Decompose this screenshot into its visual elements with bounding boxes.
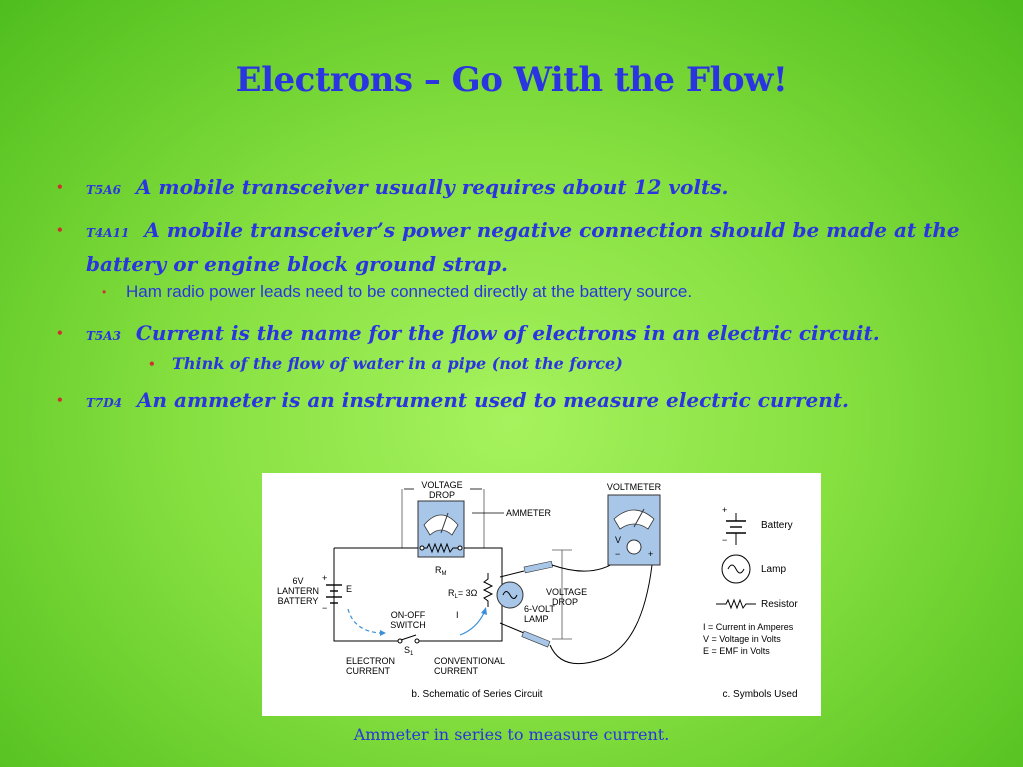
minus-sign: − bbox=[322, 603, 327, 613]
sub-bullet-item: • Ham radio power leads need to be conne… bbox=[86, 280, 996, 304]
s1-label: S1 bbox=[404, 645, 414, 657]
legend-item: E = EMF in Volts bbox=[703, 646, 770, 656]
conventional-current-label: CONVENTIONAL bbox=[434, 656, 505, 666]
conventional-current-label: CURRENT bbox=[434, 666, 479, 676]
battery-label: BATTERY bbox=[278, 596, 319, 606]
emf-label: E bbox=[346, 584, 352, 594]
v-label: V bbox=[615, 535, 621, 545]
battery-label: LANTERN bbox=[277, 586, 319, 596]
rl-letter: R bbox=[448, 588, 455, 598]
rm-letter: R bbox=[435, 565, 442, 575]
switch-icon bbox=[400, 634, 417, 641]
voltage-drop-label: VOLTAGE bbox=[421, 480, 462, 490]
plus-sign: + bbox=[322, 573, 327, 583]
ammeter-needle-icon bbox=[440, 512, 449, 534]
battery-label: 6V bbox=[292, 576, 303, 586]
lamp-filament-icon bbox=[502, 591, 518, 599]
probe-icon bbox=[499, 622, 525, 634]
probe-handle-icon bbox=[523, 560, 553, 574]
series-circuit-figure: VOLTAGE DROP AMMETER RM + − E 6V LANTERN… bbox=[262, 473, 821, 716]
bullet-dot-icon: • bbox=[56, 326, 64, 340]
plus-sign: + bbox=[648, 549, 653, 559]
bullet-text: A mobile transceiver’s power negative co… bbox=[86, 218, 960, 276]
symbol-battery-label: Battery bbox=[761, 520, 793, 531]
circuit-diagram: VOLTAGE DROP AMMETER RM + − E 6V LANTERN… bbox=[277, 480, 798, 700]
bullet-dot-icon: • bbox=[56, 180, 64, 194]
probe-icon bbox=[499, 570, 525, 578]
bullet-dot-icon: • bbox=[56, 223, 64, 237]
rm-label: RM bbox=[435, 565, 447, 577]
electron-current-label: ELECTRON bbox=[346, 656, 395, 666]
bullet-item: • T5A6 A mobile transceiver usually requ… bbox=[56, 172, 996, 206]
lamp-label: LAMP bbox=[524, 614, 549, 624]
bullet-text: Current is the name for the flow of elec… bbox=[135, 321, 880, 345]
symbol-resistor-label: Resistor bbox=[761, 599, 798, 610]
sub-bullet-text: Ham radio power leads need to be connect… bbox=[126, 282, 693, 301]
ammeter-dial-icon bbox=[423, 514, 459, 536]
schematic-caption: b. Schematic of Series Circuit bbox=[411, 689, 542, 700]
voltmeter-needle-icon bbox=[633, 508, 645, 528]
symbols-caption: c. Symbols Used bbox=[722, 689, 797, 700]
slide-title: Electrons – Go With the Flow! bbox=[235, 60, 788, 100]
resistor-rl-icon bbox=[482, 573, 494, 607]
minus-sign: − bbox=[722, 535, 727, 545]
rm-subscript: M bbox=[442, 571, 447, 577]
question-code: T5A6 bbox=[86, 183, 121, 197]
bullet-item: • T5A3 Current is the name for the flow … bbox=[56, 318, 996, 376]
voltage-drop-side-label: VOLTAGE bbox=[546, 587, 587, 597]
bullet-item: • T4A11 A mobile transceiver’s power neg… bbox=[56, 215, 996, 304]
question-code: T5A3 bbox=[86, 329, 121, 343]
rl-value: = 3Ω bbox=[458, 588, 478, 598]
bullet-text: An ammeter is an instrument used to meas… bbox=[137, 388, 850, 412]
lamp-label: 6-VOLT bbox=[524, 604, 555, 614]
bullet-item: • T7D4 An ammeter is an instrument used … bbox=[56, 385, 996, 419]
sub-bullet-text: Think of the flow of water in a pipe (no… bbox=[172, 354, 623, 373]
switch-label: ON-OFF bbox=[391, 610, 426, 620]
plus-sign: + bbox=[722, 505, 727, 515]
symbol-lamp-label: Lamp bbox=[761, 564, 786, 575]
arrow-head-icon bbox=[380, 630, 386, 636]
switch-label: SWITCH bbox=[390, 620, 426, 630]
minus-sign: − bbox=[615, 549, 620, 559]
bullet-dot-icon: • bbox=[56, 393, 64, 407]
bullet-dot-icon: • bbox=[102, 285, 107, 299]
voltmeter-knob-icon bbox=[626, 539, 642, 555]
bullet-text: A mobile transceiver usually requires ab… bbox=[135, 175, 729, 199]
voltage-drop-label: DROP bbox=[429, 490, 455, 500]
ammeter-label: AMMETER bbox=[506, 508, 552, 518]
question-code: T7D4 bbox=[86, 396, 123, 410]
s1-subscript: 1 bbox=[410, 651, 414, 657]
rl-label: RL= 3Ω bbox=[448, 588, 478, 600]
terminal-icon bbox=[457, 545, 463, 551]
question-code: T4A11 bbox=[86, 226, 130, 240]
s1-letter: S bbox=[404, 645, 410, 655]
resistor-rm-icon bbox=[422, 542, 460, 554]
sub-bullet-item: • Think of the flow of water in a pipe (… bbox=[86, 352, 996, 376]
probe-handle-icon bbox=[521, 630, 551, 648]
lamp-symbol-icon bbox=[727, 564, 745, 574]
resistor-symbol-icon bbox=[716, 598, 756, 610]
electron-current-label: CURRENT bbox=[346, 666, 391, 676]
conventional-current-arrow bbox=[459, 612, 485, 636]
legend-item: I = Current in Amperes bbox=[703, 622, 794, 632]
current-i-label: I bbox=[456, 610, 459, 620]
bullet-list: • T5A6 A mobile transceiver usually requ… bbox=[56, 172, 996, 428]
bullet-dot-icon: • bbox=[148, 357, 156, 371]
voltage-drop-side-label: DROP bbox=[552, 597, 578, 607]
terminal-icon bbox=[419, 545, 425, 551]
voltmeter-dial-icon bbox=[613, 509, 655, 530]
switch-terminal-icon bbox=[414, 638, 420, 644]
voltmeter-label: VOLTMETER bbox=[607, 482, 662, 492]
probe-lead bbox=[549, 564, 653, 665]
electron-current-arrow bbox=[347, 608, 381, 634]
arrow-head-icon bbox=[481, 607, 487, 615]
legend-item: V = Voltage in Volts bbox=[703, 634, 781, 644]
figure-caption: Ammeter in series to measure current. bbox=[353, 725, 670, 744]
rl-subscript: L bbox=[455, 594, 459, 600]
